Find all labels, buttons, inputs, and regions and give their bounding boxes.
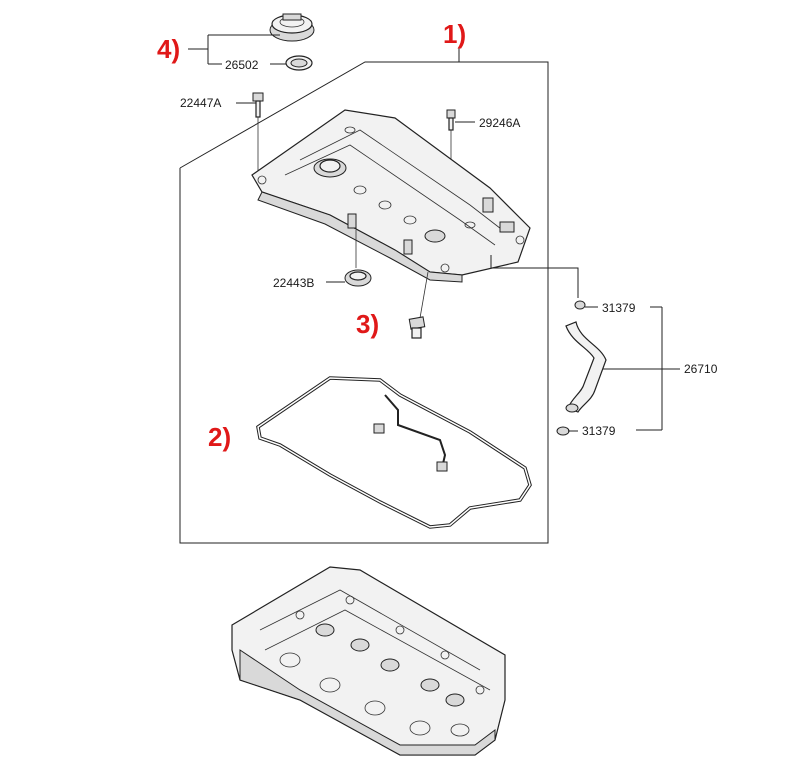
bolt-22447A [252, 92, 264, 172]
clip-top [574, 300, 586, 310]
cap-gasket [285, 55, 313, 71]
assembly-frame [179, 48, 549, 544]
part-number-22447A: 22447A [180, 96, 221, 110]
callout-1: 1) [443, 19, 466, 49]
oil-seal-22443B [344, 230, 372, 287]
rocker-cover-gasket [256, 376, 532, 529]
leader-cover-hose [490, 255, 579, 298]
leader-lines [188, 34, 680, 432]
callout-2: 2) [208, 422, 231, 452]
breather-hose [565, 321, 607, 413]
part-number-22443B: 22443B [273, 276, 314, 290]
part-number-26710: 26710 [684, 362, 718, 376]
pcv-valve [408, 271, 429, 339]
cylinder-head-cover [251, 109, 531, 283]
oil-filler-cap [269, 13, 315, 42]
cylinder-head [231, 566, 506, 756]
part-number-26502: 26502 [225, 58, 259, 72]
clip-bottom [556, 426, 570, 436]
part-number-31379-top: 31379 [602, 301, 636, 315]
callout-4: 4) [157, 34, 180, 64]
callout-3: 3) [356, 309, 379, 339]
part-number-31379-bottom: 31379 [582, 424, 616, 438]
part-number-29246A: 29246A [479, 116, 520, 130]
